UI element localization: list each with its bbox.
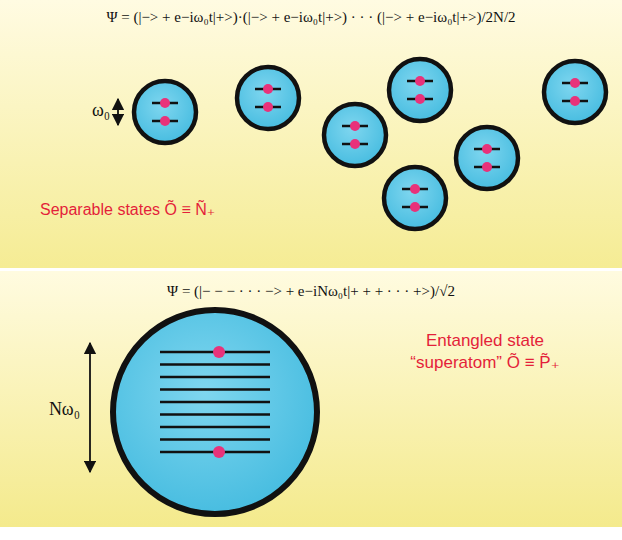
energy-level [160,413,270,416]
energy-level [160,388,270,391]
energy-level [160,376,270,379]
atom [456,127,518,189]
state-label: Separable states Õ ≡ Ñ₊ [40,200,215,221]
atom [237,67,299,129]
energy-level [160,363,270,366]
atom [544,61,606,123]
superatom-circle [113,310,317,514]
energy-level [160,401,270,404]
state-formula: Ψ = (|−> + e−iω₀t|+>)·(|−> + e−iω₀t|+>) … [106,8,515,28]
spacing-arrow [89,343,91,472]
atom [389,59,451,121]
top-panel [0,0,622,268]
level-spacing: ω₀ [92,99,110,122]
energy-level [160,426,270,429]
spacing-arrow [117,99,119,125]
state-label: Entangled state “superatom” Õ ≡ P̃₊ [405,330,565,374]
population-dot [213,346,225,358]
energy-level [160,438,270,441]
bottom-panel [0,271,622,527]
state-formula: Ψ = (|− − − · · · −> + e−iNω₀t|+ + + · ·… [167,282,455,302]
atom [384,167,446,229]
population-dot [213,446,225,458]
level-spacing: Nω₀ [49,398,80,421]
atom [324,104,386,166]
atom [134,81,196,143]
